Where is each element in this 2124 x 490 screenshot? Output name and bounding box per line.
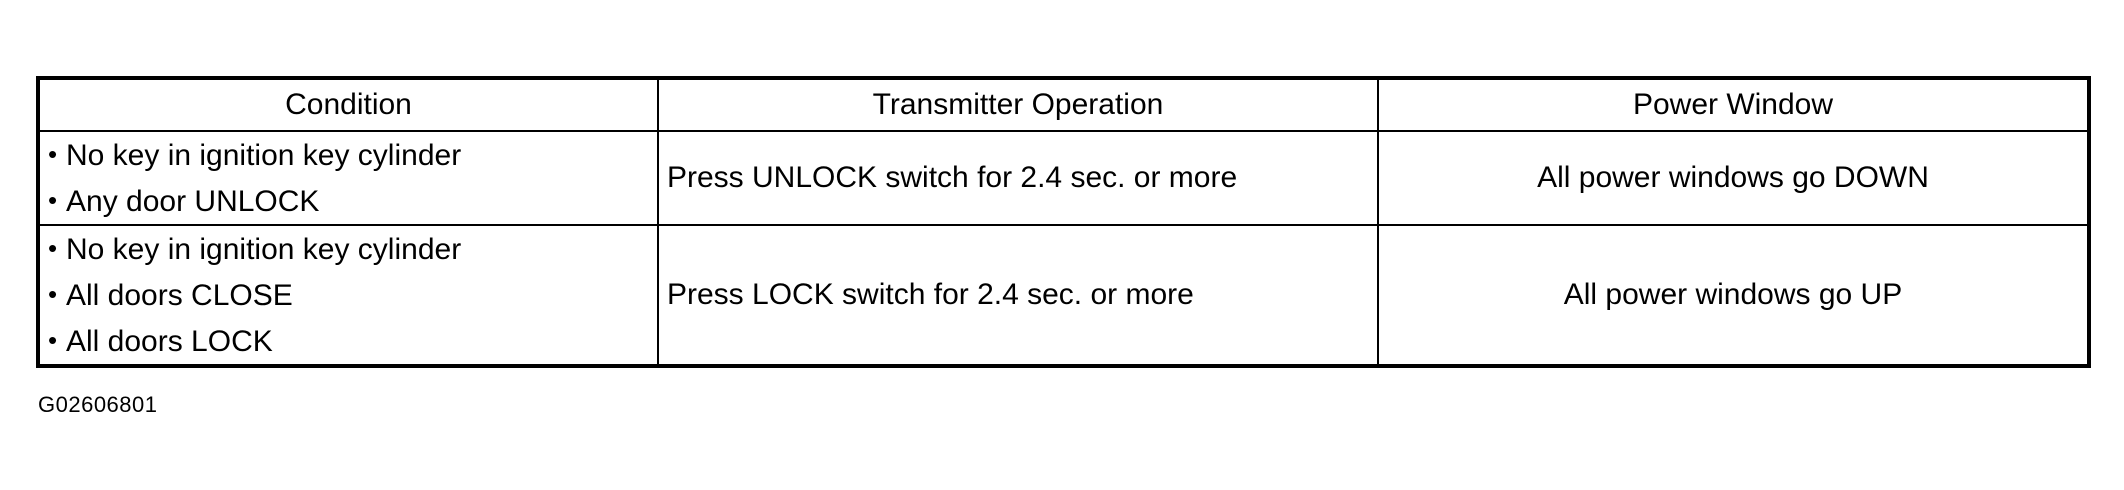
bullet-icon: • — [48, 185, 58, 215]
transmitter-operation-cell: Press UNLOCK switch for 2.4 sec. or more — [657, 130, 1379, 226]
bullet-icon: • — [48, 325, 58, 355]
transmitter-operation-cell: Press LOCK switch for 2.4 sec. or more — [657, 224, 1379, 367]
condition-text: All doors LOCK — [66, 325, 273, 358]
condition-text: All doors CLOSE — [66, 279, 293, 312]
table-header-row: Condition Transmitter Operation Power Wi… — [37, 77, 2090, 132]
figure-id: G02606801 — [38, 392, 158, 417]
condition-item: • No key in ignition key cylinder — [48, 132, 649, 178]
bullet-icon: • — [48, 279, 58, 309]
condition-item: • All doors CLOSE — [48, 272, 649, 318]
power-window-cell: All power windows go DOWN — [1377, 130, 2090, 226]
condition-cell: • No key in ignition key cylinder • All do… — [37, 224, 659, 367]
condition-item: • All doors LOCK — [48, 318, 649, 364]
condition-text: No key in ignition key cylinder — [66, 233, 462, 266]
header-power-window: Power Window — [1377, 77, 2090, 132]
bullet-icon: • — [48, 233, 58, 263]
condition-text: No key in ignition key cylinder — [66, 139, 462, 172]
header-condition: Condition — [37, 77, 659, 132]
table-row: • No key in ignition key cylinder • All do… — [37, 224, 2090, 367]
power-window-operation-table: Condition Transmitter Operation Power Wi… — [36, 76, 2091, 368]
header-transmitter-operation: Transmitter Operation — [657, 77, 1379, 132]
power-window-cell: All power windows go UP — [1377, 224, 2090, 367]
condition-text: Any door UNLOCK — [66, 185, 320, 218]
condition-item: • No key in ignition key cylinder — [48, 226, 649, 272]
bullet-icon: • — [48, 139, 58, 169]
condition-item: • Any door UNLOCK — [48, 178, 649, 224]
condition-cell: • No key in ignition key cylinder • Any do… — [37, 130, 659, 226]
table-row: • No key in ignition key cylinder • Any do… — [37, 130, 2090, 226]
